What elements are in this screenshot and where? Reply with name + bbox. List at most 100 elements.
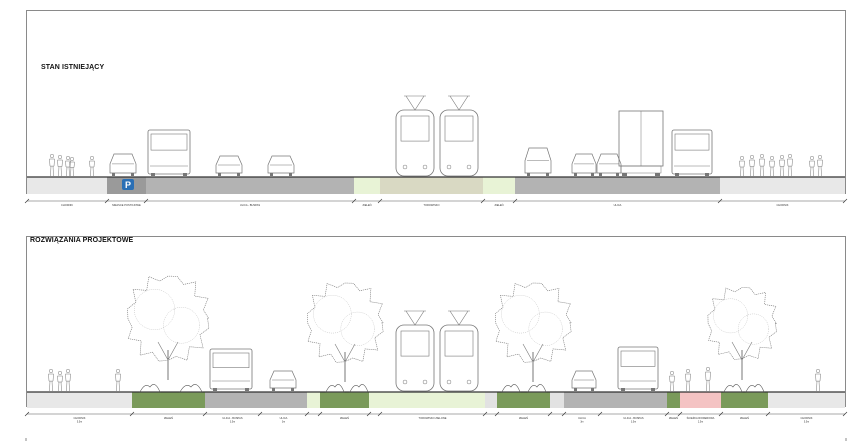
- dimension-label: TOROWISKO: [423, 203, 439, 207]
- proposed-segment-chodnik_l: [27, 392, 132, 408]
- dimension-label: CHODNIK: [74, 416, 86, 420]
- dimension-label: ŚCIEŻKA ROWEROWA: [687, 415, 715, 420]
- dimension-label: ZIELEŃ: [519, 416, 528, 420]
- proposed-segment-chodnik_r: [768, 392, 845, 408]
- existing-segment-ulica: [515, 177, 720, 194]
- proposed-figures: [48, 275, 821, 393]
- dimension-label: ZIELEŃ: [494, 203, 503, 207]
- dimension-label: ULICA - BUSPAS: [240, 203, 260, 207]
- person-icon: [69, 156, 75, 177]
- person-icon: [89, 155, 95, 177]
- proposed-segment-bus_r: [600, 392, 667, 408]
- existing-section-title: STAN ISTNIEJĄCY: [41, 64, 105, 71]
- car-icon: [524, 147, 552, 176]
- dimension-sub-label: 3m: [282, 421, 285, 424]
- shrub-icon: [745, 384, 765, 393]
- proposed-segment-bus_l: [205, 392, 260, 408]
- dimension-sub-label: 3,5m: [230, 421, 235, 424]
- existing-dimension-line: CHODNIK MIEJSCE POSTOJOWE ULICA - BUSPAS ZI…: [24, 198, 848, 207]
- tram-icon: [439, 310, 479, 392]
- dimension-label: ZIELEŃ: [669, 416, 678, 420]
- dimension-label: TOROWISKO ZIELONE: [419, 416, 447, 420]
- shrub-icon: [325, 384, 345, 393]
- existing-street-segments: P: [27, 176, 845, 194]
- person-icon: [815, 368, 821, 392]
- bus-icon: [617, 346, 659, 391]
- person-icon: [669, 370, 675, 392]
- dimension-label: CHODNIK: [61, 203, 73, 207]
- proposed-segment-zielen_1: [132, 392, 205, 408]
- tree-icon: [306, 282, 384, 382]
- shrub-icon: [349, 384, 369, 393]
- person-icon: [749, 154, 755, 177]
- dimension-label: MIEJSCE POSTOJOWE: [112, 203, 141, 207]
- bus-icon: [671, 129, 713, 176]
- dimension-sub-label: 3m: [580, 421, 583, 424]
- truck-icon: [618, 110, 664, 176]
- dimension-label: ULICA - BUSPAS: [222, 416, 242, 420]
- dimension-label: ULICA - BUSPAS: [623, 416, 643, 420]
- car-icon: [267, 155, 295, 176]
- person-icon: [57, 370, 63, 392]
- tree-icon: [494, 282, 572, 382]
- person-icon: [115, 368, 121, 392]
- person-icon: [759, 153, 765, 177]
- person-icon: [739, 155, 745, 177]
- proposed-segment-torowisko: [380, 392, 485, 408]
- existing-figures: [49, 95, 823, 177]
- car-icon: [571, 370, 597, 391]
- parking-sign-letter: P: [125, 180, 131, 190]
- dimension-label: ZIELEŃ: [340, 416, 349, 420]
- existing-segment-chodnik_l: [27, 177, 107, 194]
- parking-sign-icon: P: [122, 179, 134, 190]
- existing-segment-zielen_l: [354, 177, 380, 194]
- proposed-segment-zielen_3: [497, 392, 550, 408]
- dimension-sub-label: 5,5m: [804, 421, 809, 424]
- proposed-segment-bike: [680, 392, 721, 408]
- person-icon: [705, 366, 711, 392]
- car-icon: [109, 153, 137, 176]
- shrub-icon: [501, 384, 521, 393]
- person-icon: [787, 153, 793, 177]
- person-icon: [779, 154, 785, 177]
- existing-frame: [26, 10, 846, 194]
- person-icon: [65, 368, 71, 392]
- dimension-label: CHODNIK: [801, 416, 813, 420]
- dimension-label: ULICA: [614, 203, 622, 207]
- person-icon: [817, 154, 823, 177]
- person-icon: [809, 155, 815, 177]
- dimension-label: ZIELEŃ: [740, 416, 749, 420]
- bus-icon: [147, 129, 191, 176]
- proposed-segment-gap_l2: [369, 392, 380, 408]
- dimension-label: CHODNIK: [777, 203, 789, 207]
- tram-icon: [439, 95, 479, 177]
- existing-segment-zielen_r: [483, 177, 515, 194]
- shrub-icon: [723, 384, 743, 393]
- person-icon: [685, 368, 691, 392]
- person-icon: [49, 153, 55, 177]
- person-icon: [48, 368, 54, 392]
- tree-icon: [707, 287, 777, 380]
- proposed-segment-gap_l: [307, 392, 320, 408]
- dimension-label: ZIELEŃ: [362, 203, 371, 207]
- proposed-frame: [26, 236, 846, 407]
- dimension-sub-label: 5,5m: [77, 421, 82, 424]
- dimension-sub-label: 3,5m: [631, 421, 636, 424]
- existing-segment-chodnik_r: [720, 177, 845, 194]
- existing-segment-torowisko: [380, 177, 483, 194]
- proposed-segment-ulica_l: [260, 392, 307, 408]
- shrub-icon: [139, 384, 161, 393]
- proposed-segment-zielen_4: [667, 392, 680, 408]
- dimension-label: ULICA: [578, 416, 586, 420]
- dimension-label: ZIELEŃ: [164, 416, 173, 420]
- shrub-icon: [527, 384, 547, 393]
- shrub-icon: [179, 384, 203, 393]
- dimension-label: ULICA: [280, 416, 288, 420]
- proposed-segment-zielen_2: [320, 392, 369, 408]
- car-icon: [571, 153, 597, 176]
- car-icon: [215, 155, 243, 176]
- tram-icon: [395, 310, 435, 392]
- proposed-segment-zielen_5: [721, 392, 768, 408]
